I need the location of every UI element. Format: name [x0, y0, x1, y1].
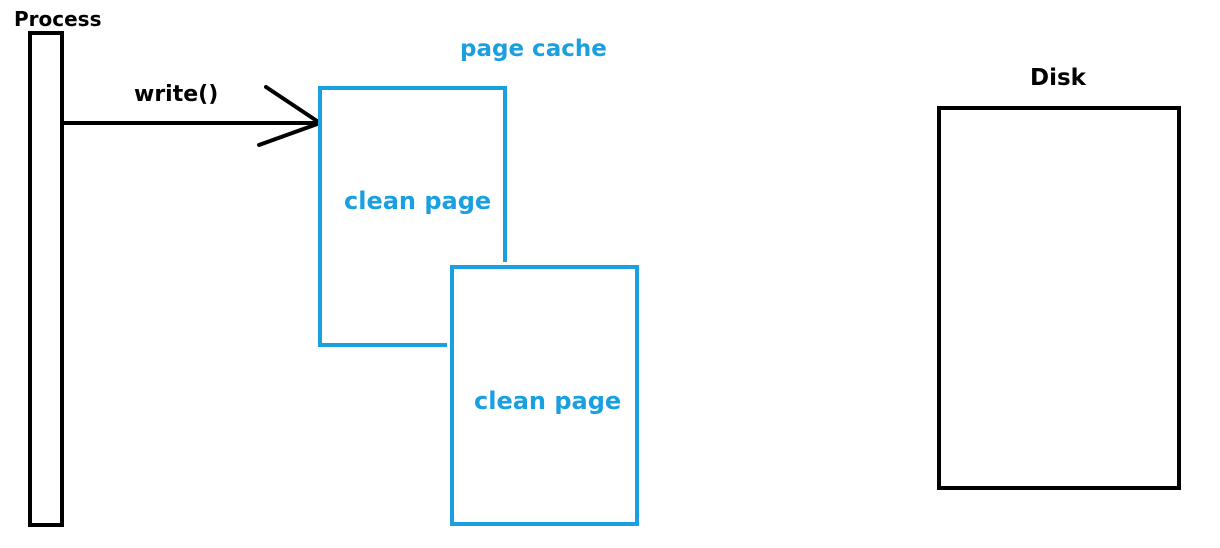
- clean-page-label-2: clean page: [474, 387, 621, 415]
- write-call-label: write(): [134, 82, 218, 107]
- clean-page-box-1: [318, 86, 507, 347]
- disk-label: Disk: [1030, 65, 1087, 91]
- write-arrow-head: [257, 85, 322, 147]
- clean-page-label-1: clean page: [344, 187, 491, 215]
- process-label: Process: [14, 7, 102, 31]
- disk-box: [937, 106, 1181, 490]
- clean-page-box-2: [450, 265, 639, 526]
- process-bar: [28, 31, 64, 527]
- page-cache-label: page cache: [460, 36, 607, 62]
